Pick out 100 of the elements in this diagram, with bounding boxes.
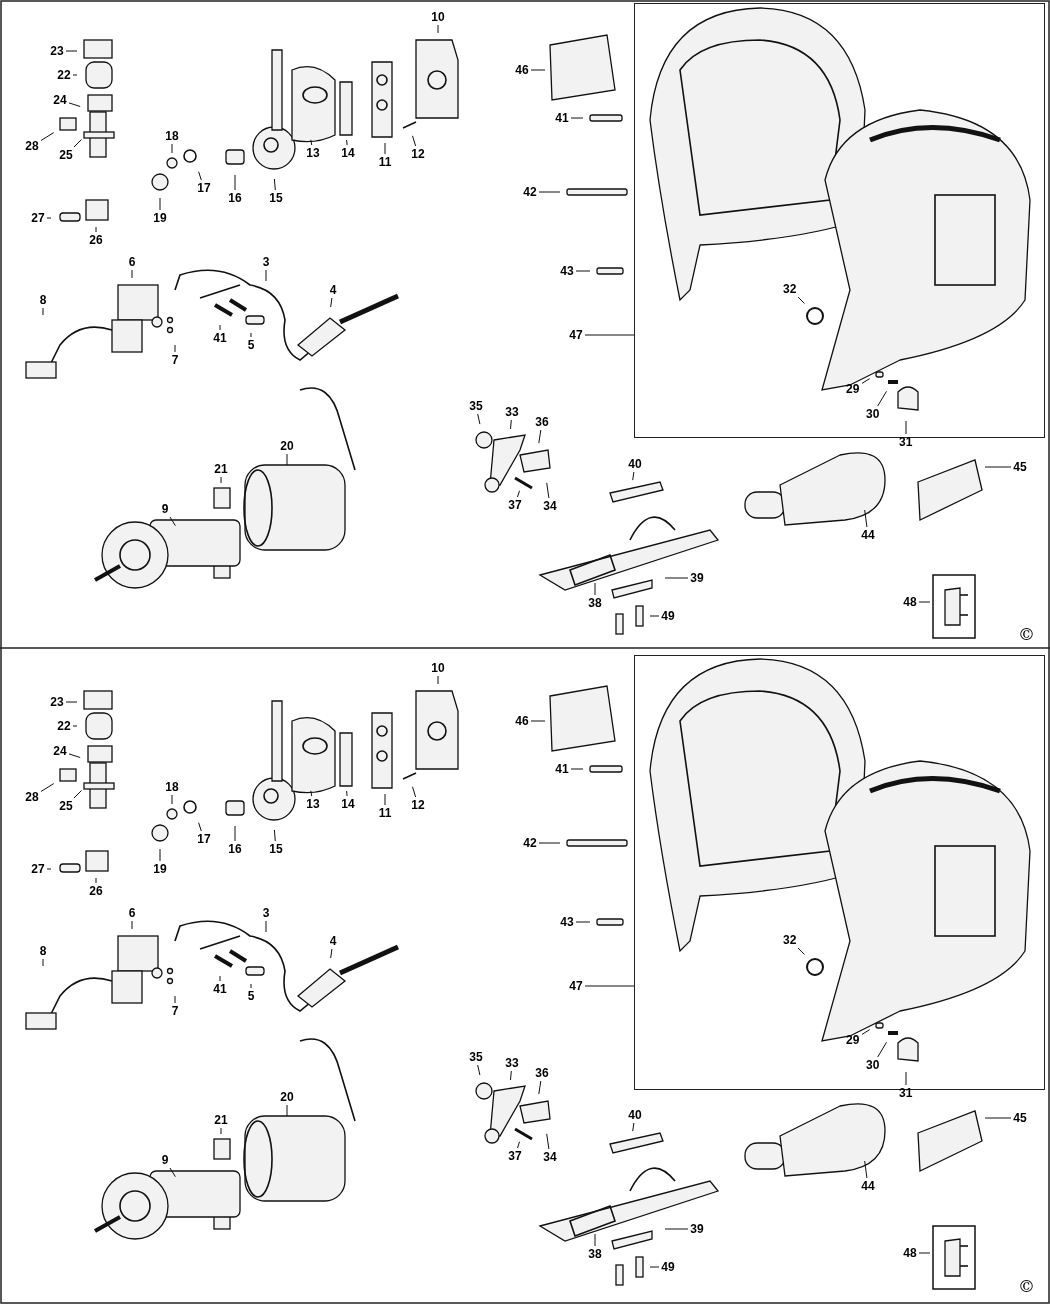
leader-line	[412, 135, 417, 147]
callout-number: 47	[569, 328, 583, 342]
callout-number: 49	[661, 609, 675, 623]
leader-line	[864, 509, 868, 528]
leader-line	[250, 332, 252, 338]
leader-line	[40, 783, 55, 792]
leader-line	[594, 582, 596, 596]
leader-line	[286, 1104, 288, 1117]
leader-line	[273, 178, 276, 191]
callout-number: 9	[161, 1153, 169, 1167]
leader-line	[174, 995, 176, 1004]
callout-number: 18	[165, 129, 179, 143]
leader-line	[265, 269, 267, 282]
callout-number: 41	[213, 982, 227, 996]
leader-line	[984, 466, 1012, 468]
callout-number: 30	[866, 407, 880, 421]
callout-number: 34	[543, 499, 557, 513]
callout-number: 15	[269, 191, 283, 205]
callout-number: 4	[329, 934, 337, 948]
callout-number: 7	[171, 353, 179, 367]
leader-line	[384, 142, 386, 155]
leader-line	[310, 790, 313, 797]
callout-number: 40	[628, 457, 642, 471]
leader-line	[861, 1029, 871, 1035]
callout-number: 17	[197, 181, 211, 195]
leader-line	[905, 1071, 907, 1086]
leader-line	[234, 174, 236, 191]
callout-number: 12	[411, 798, 425, 812]
callout-number: 30	[866, 1058, 880, 1072]
leader-line	[95, 226, 97, 233]
callout-number: 29	[846, 1033, 860, 1047]
callout-number: 26	[89, 884, 103, 898]
leader-line	[169, 1167, 176, 1178]
callout-number: 37	[508, 1149, 522, 1163]
callout-number: 13	[306, 146, 320, 160]
callout-number: 12	[411, 147, 425, 161]
leader-line	[797, 947, 805, 955]
leader-line	[131, 920, 133, 930]
leader-line	[649, 1266, 660, 1268]
leader-line	[632, 471, 635, 481]
callout-number: 11	[378, 806, 392, 820]
callout-number: 47	[569, 979, 583, 993]
leader-line	[864, 1160, 868, 1179]
leader-line	[219, 324, 221, 331]
leader-line	[286, 453, 288, 466]
callout-number: 45	[1013, 1111, 1027, 1125]
callout-number: 19	[153, 862, 167, 876]
callout-number: 20	[280, 1090, 294, 1104]
callout-number: 32	[783, 282, 797, 296]
leader-line	[159, 848, 161, 862]
callout-number: 23	[50, 44, 64, 58]
callout-number: 36	[535, 1066, 549, 1080]
leader-line	[877, 1041, 887, 1058]
leader-line	[877, 390, 887, 407]
copyright-mark: ©	[1018, 625, 1035, 643]
leader-line	[861, 378, 871, 384]
callout-number: 6	[128, 906, 136, 920]
callout-number: 49	[661, 1260, 675, 1274]
leader-line	[477, 413, 481, 425]
callout-number: 34	[543, 1150, 557, 1164]
leader-line	[575, 921, 591, 923]
callout-number: 8	[39, 944, 47, 958]
leader-line	[584, 985, 635, 987]
callout-number: 10	[431, 10, 445, 24]
leader-line	[530, 720, 546, 722]
callout-number: 43	[560, 264, 574, 278]
callout-number: 40	[628, 1108, 642, 1122]
callout-number: 22	[57, 719, 71, 733]
leader-line	[65, 50, 78, 52]
leader-line	[42, 307, 44, 316]
callout-number: 16	[228, 842, 242, 856]
callout-number: 15	[269, 842, 283, 856]
callout-number: 14	[341, 146, 355, 160]
callout-number: 19	[153, 211, 167, 225]
callout-number: 45	[1013, 460, 1027, 474]
callout-number: 4	[329, 283, 337, 297]
leader-line	[171, 143, 173, 154]
callout-number: 32	[783, 933, 797, 947]
leader-line	[198, 171, 202, 181]
leader-line	[73, 790, 82, 799]
callout-number: 6	[128, 255, 136, 269]
leader-line	[310, 139, 313, 146]
callout-number: 39	[690, 1222, 704, 1236]
callout-number: 25	[59, 799, 73, 813]
callout-number: 16	[228, 191, 242, 205]
callout-number: 27	[31, 862, 45, 876]
leader-line	[330, 948, 333, 959]
leader-line	[575, 270, 591, 272]
callout-number: 5	[247, 338, 255, 352]
leader-line	[570, 768, 584, 770]
callout-number: 33	[505, 405, 519, 419]
leader-line	[918, 601, 931, 603]
leader-line	[664, 1228, 689, 1230]
callout-number: 21	[214, 462, 228, 476]
callout-number: 41	[555, 111, 569, 125]
callout-number: 9	[161, 502, 169, 516]
leader-line	[664, 577, 689, 579]
leader-line	[437, 24, 439, 34]
leader-line	[273, 829, 276, 842]
callout-number: 29	[846, 382, 860, 396]
